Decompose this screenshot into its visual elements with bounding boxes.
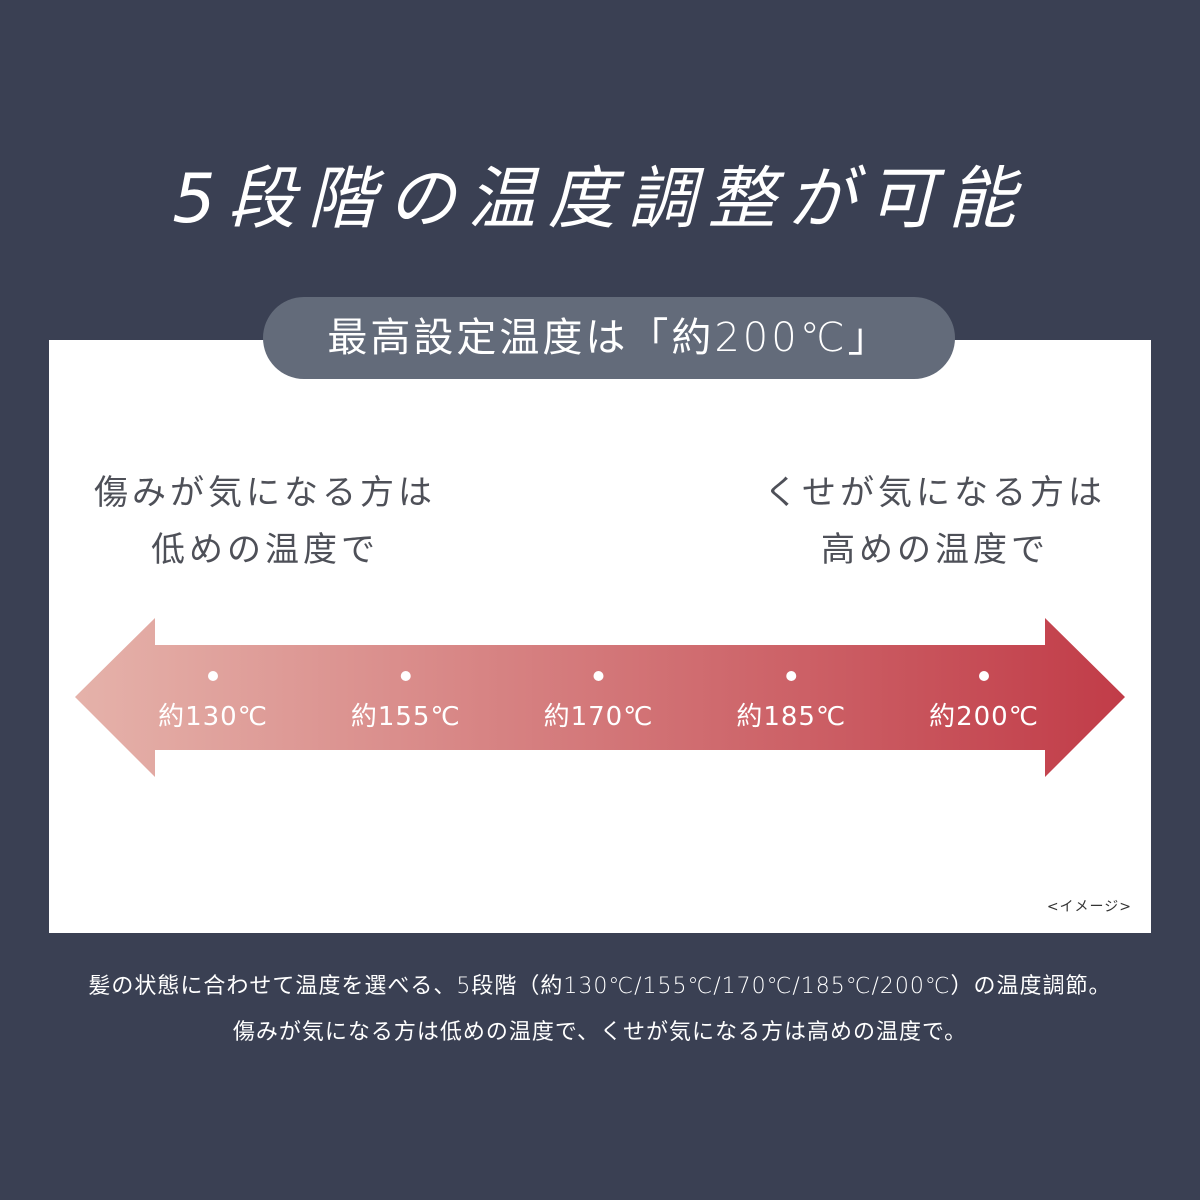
low-temperature-note: 傷みが気になる方は 低めの温度で — [60, 465, 470, 579]
scale-label-4: 約185℃ — [736, 702, 846, 732]
scale-dot-2 — [400, 671, 411, 681]
scale-label-1: 約130℃ — [158, 702, 268, 732]
scale-label-3: 約170℃ — [544, 702, 654, 732]
image-note: <イメージ> — [1046, 899, 1132, 915]
scale-dot-5 — [979, 671, 989, 681]
low-temperature-note-line2: 低めの温度で — [151, 530, 379, 570]
double-arrow — [75, 618, 1125, 777]
high-temperature-note-line1: くせが気になる方は — [764, 473, 1106, 513]
max-temperature-badge: 最高設定温度は「約200℃」 — [263, 297, 955, 379]
scale-label-2: 約155℃ — [351, 702, 461, 732]
scale-dot-4 — [786, 671, 797, 681]
scale-label-5: 約200℃ — [929, 702, 1039, 732]
caption-line1: 髪の状態に合わせて温度を選べる、5段階（約130℃/155℃/170℃/185℃… — [88, 974, 1112, 999]
high-temperature-note-line2: 高めの温度で — [821, 530, 1049, 570]
scale-dot-3 — [593, 671, 604, 681]
high-temperature-note: くせが気になる方は 高めの温度で — [730, 465, 1140, 579]
caption-line2: 傷みが気になる方は低めの温度で、くせが気になる方は高めの温度で。 — [232, 1020, 968, 1045]
info-card — [49, 340, 1151, 933]
scale-dot-1 — [208, 671, 218, 681]
low-temperature-note-line1: 傷みが気になる方は — [94, 473, 436, 513]
headline: 5段階の温度調整が可能 — [172, 160, 1028, 239]
